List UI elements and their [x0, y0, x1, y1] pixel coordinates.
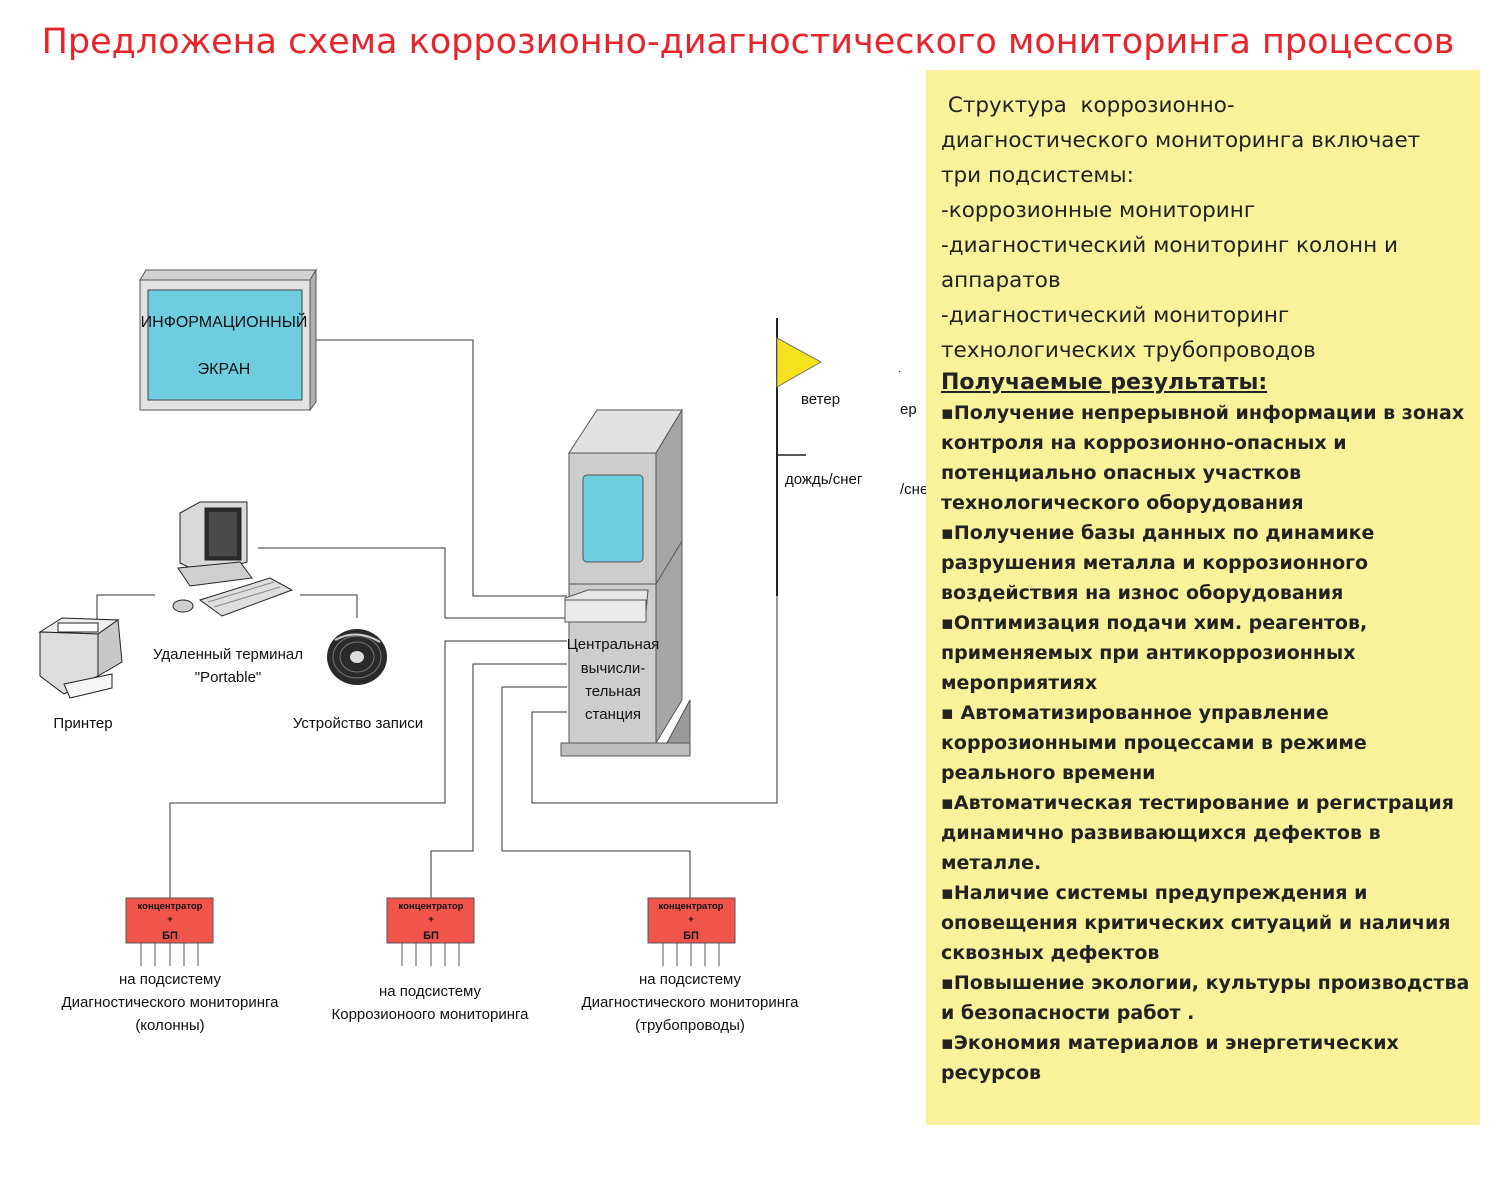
result-line: ▪Получение непрерывной информации в зона…	[941, 402, 1465, 424]
concentrator-2: концентратор + БП	[386, 897, 475, 966]
result-line: ▪Получение базы данных по динамике	[941, 522, 1375, 544]
concentrator-2-line2: +	[428, 914, 434, 925]
slide-title: Предложена схема коррозионно-диагностиче…	[41, 22, 1455, 62]
printer-icon	[38, 617, 123, 699]
result-line: потенциально опасных участков	[941, 462, 1302, 484]
result-line: металле.	[941, 852, 1042, 874]
remote-terminal-icon	[172, 501, 294, 617]
result-line: ▪Экономия материалов и энергетических	[941, 1032, 1399, 1054]
result-line: применяемых при антикоррозионных	[941, 642, 1356, 664]
concentrator-3-line3: БП	[683, 930, 699, 942]
concentrator-1-caption-1: на подсистему	[119, 971, 222, 988]
concentrator-1-line2: +	[167, 914, 173, 925]
intro-line: аппаратов	[941, 268, 1061, 293]
intro-line: три подсистемы:	[941, 163, 1134, 188]
result-line: мероприятиях	[941, 672, 1098, 694]
concentrator-1-line3: БП	[162, 930, 178, 942]
results-heading: Получаемые результаты:	[941, 370, 1268, 395]
central-station: Центральная вычисли- тельная станция	[560, 408, 691, 757]
wind-label: ветер	[801, 391, 840, 408]
concentrator-2-line1: концентратор	[399, 901, 464, 912]
concentrator-2-caption-1: на подсистему	[379, 983, 482, 1000]
concentrator-2-caption-2: Коррозионоого мониторинга	[331, 1006, 529, 1023]
intro-line: -диагностический мониторинг колонн и	[941, 233, 1398, 258]
intro-line: -диагностический мониторинг	[941, 303, 1290, 328]
result-line: разрушения металла и коррозионного	[941, 552, 1369, 574]
station-label-3: тельная	[585, 683, 641, 700]
concentrator-3-caption-2: Диагностического мониторинга	[582, 994, 800, 1011]
intro-line: диагностического мониторинга включает	[941, 128, 1421, 153]
result-line: ▪ Автоматизированное управление	[941, 702, 1329, 724]
result-line: оповещения критических ситуаций и наличи…	[941, 912, 1451, 934]
cut-wind-label: ер	[900, 401, 917, 418]
result-line: коррозионными процессами в режиме	[941, 732, 1367, 754]
intro-line: -коррозионные мониторинг	[941, 198, 1256, 223]
cut-rain-label: /сне	[900, 481, 926, 498]
station-label-1: Центральная	[567, 636, 660, 653]
station-label-4: станция	[585, 706, 641, 723]
result-line: ресурсов	[941, 1062, 1042, 1084]
concentrator-3-caption-3: (трубопроводы)	[635, 1017, 745, 1034]
info-screen-line1: ИНФОРМАЦИОННЫЙ	[141, 312, 308, 331]
disc-recorder-icon	[327, 629, 387, 685]
concentrator-1-caption-3: (колонны)	[135, 1017, 204, 1034]
result-line: сквозных дефектов	[941, 942, 1160, 964]
recorder-label: Устройство записи	[293, 715, 423, 732]
result-line: технологического оборудования	[941, 492, 1304, 514]
result-line: ▪Наличие системы предупреждения и	[941, 882, 1368, 904]
concentrator-3-line2: +	[688, 914, 694, 925]
remote-terminal-label-2: "Portable"	[195, 669, 262, 686]
results-list: ▪Получение непрерывной информации в зона…	[941, 398, 1470, 1088]
system-diagram: ИНФОРМАЦИОННЫЙ ЭКРАН ветер дождь/снег · …	[38, 268, 926, 1034]
concentrator-1-caption-2: Диагностического мониторинга	[62, 994, 280, 1011]
concentrator-2-line3: БП	[423, 930, 439, 942]
result-line: контроля на коррозионно-опасных и	[941, 432, 1347, 454]
result-line: и безопасности работ .	[941, 1002, 1195, 1024]
result-line: ▪Оптимизация подачи хим. реагентов,	[941, 612, 1368, 634]
concentrator-3-caption-1: на подсистему	[639, 971, 742, 988]
intro-line: Структура коррозионно-	[941, 93, 1235, 118]
result-line: ▪Автоматическая тестирование и регистрац…	[941, 792, 1454, 814]
intro-line: технологических трубопроводов	[941, 338, 1316, 363]
result-line: динамично развивающихся дефектов в	[941, 822, 1381, 844]
result-line: реального времени	[941, 762, 1156, 784]
concentrator-3-line1: концентратор	[659, 901, 724, 912]
concentrator-3: концентратор + БП	[647, 897, 736, 966]
rain-snow-label: дождь/снег	[785, 471, 863, 488]
station-label-2: вычисли-	[581, 660, 646, 677]
result-line: воздействия на износ оборудования	[941, 582, 1344, 604]
remote-terminal-label-1: Удаленный терминал	[153, 646, 303, 663]
concentrator-1-line1: концентратор	[138, 901, 203, 912]
wind-flag-icon	[776, 337, 823, 388]
info-screen-line2: ЭКРАН	[198, 361, 251, 378]
connection-wires	[96, 339, 778, 898]
concentrator-1: концентратор + БП	[125, 897, 214, 966]
information-screen: ИНФОРМАЦИОННЫЙ ЭКРАН	[139, 268, 317, 412]
panel-intro: Структура коррозионно- диагностического …	[941, 88, 1470, 368]
weather-mast: ветер дождь/снег · ер /сне	[776, 318, 926, 596]
cut-dot-label: ·	[898, 366, 901, 377]
info-panel: Структура коррозионно- диагностического …	[926, 70, 1480, 1125]
printer-label: Принтер	[53, 715, 112, 732]
result-line: ▪Повышение экологии, культуры производст…	[941, 972, 1470, 994]
